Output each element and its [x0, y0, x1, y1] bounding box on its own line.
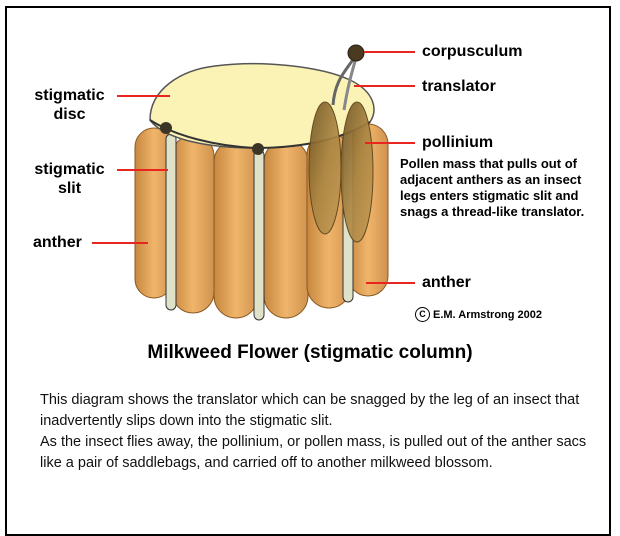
- copyright-text: E.M. Armstrong 2002: [433, 309, 542, 321]
- label-corpusculum: corpusculum: [422, 42, 522, 61]
- description-paragraph-2: As the insect flies away, the pollinium,…: [40, 432, 600, 474]
- description-paragraph-1: This diagram shows the translator which …: [40, 390, 600, 432]
- label-anther-left: anther: [33, 233, 82, 252]
- label-pollinium: pollinium: [422, 133, 493, 152]
- description: This diagram shows the translator which …: [40, 390, 600, 474]
- label-anther-right: anther: [422, 273, 471, 292]
- copyright-notice: C E.M. Armstrong 2002: [415, 307, 542, 322]
- label-stigmatic-slit: stigmatic slit: [27, 160, 112, 198]
- label-stigmatic-disc: stigmatic disc: [27, 86, 112, 124]
- pollinium-note: Pollen mass that pulls out of adjacent a…: [400, 156, 605, 220]
- diagram-title: Milkweed Flower (stigmatic column): [0, 342, 620, 364]
- label-translator: translator: [422, 77, 496, 96]
- copyright-icon: C: [415, 307, 430, 322]
